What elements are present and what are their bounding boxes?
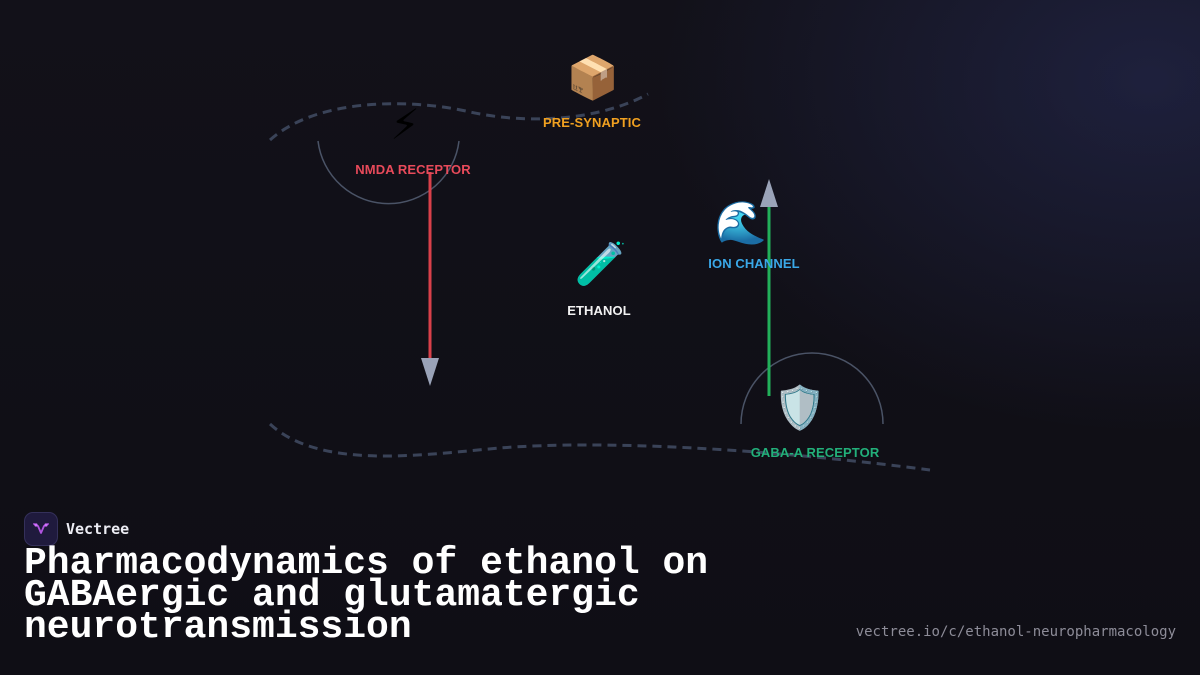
test-tube-icon: 🧪 <box>574 239 628 288</box>
wave-icon: 🌊 <box>714 198 768 247</box>
inhibition-arrow-head <box>421 358 439 386</box>
source-url: vectree.io/c/ethanol-neuropharmacology <box>855 624 1176 640</box>
brand-name: Vectree <box>66 520 130 538</box>
presynaptic-label: PRE-SYNAPTIC <box>543 115 641 130</box>
package-icon: 📦 <box>566 53 620 102</box>
brand: Vectree <box>24 512 129 546</box>
ethanol-label: ETHANOL <box>567 303 631 318</box>
page-title: Pharmacodynamics of ethanol on GABAergic… <box>24 542 709 649</box>
presynaptic-membrane <box>268 92 649 142</box>
postsynaptic-membrane <box>268 422 931 472</box>
enhancement-arrow-head <box>760 179 778 207</box>
gaba-receptor-arc <box>740 352 884 425</box>
lightning-icon: ⚡ <box>390 100 420 149</box>
nmda-receptor-label: NMDA RECEPTOR <box>355 162 471 177</box>
gaba-receptor-label: GABA-A RECEPTOR <box>750 445 880 460</box>
nmda-receptor-arc <box>317 140 460 205</box>
vectree-logo-icon <box>24 512 58 546</box>
ion-channel-label: ION CHANNEL <box>708 256 800 271</box>
shield-icon: 🛡️ <box>773 383 827 432</box>
